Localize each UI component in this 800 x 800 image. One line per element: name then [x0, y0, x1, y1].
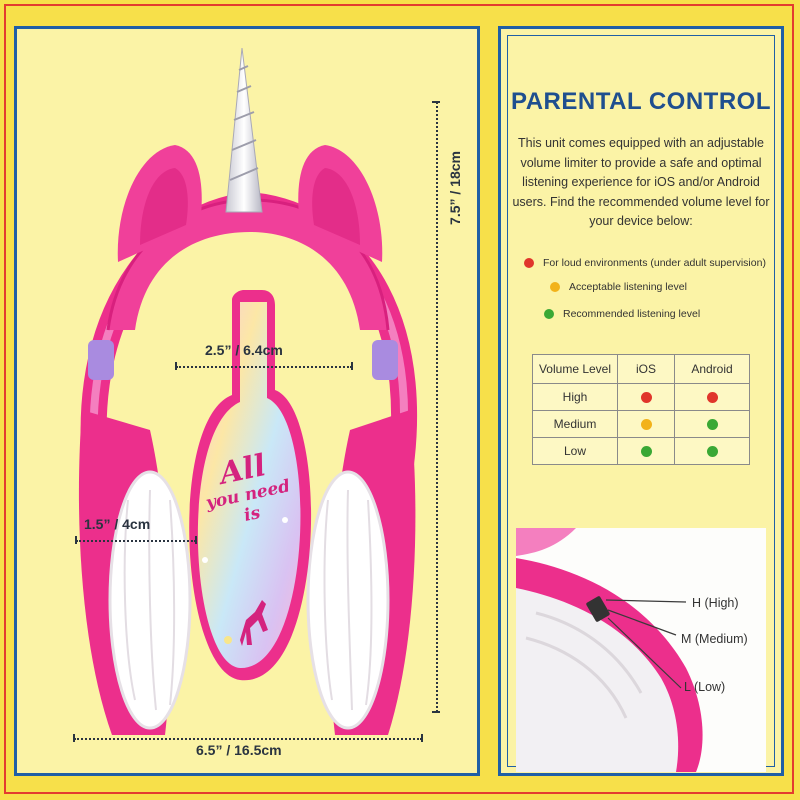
unicorn-silhouette-icon: [240, 600, 268, 646]
switch-closeup-image: [516, 528, 703, 772]
row-level-high: High: [532, 383, 618, 411]
switch-label-low: L (Low): [684, 680, 726, 694]
height-tick-bottom: [432, 711, 440, 713]
unicorn-horn: [225, 47, 263, 213]
legend-item-loud: For loud environments (under adult super…: [524, 257, 766, 269]
switch-label-high: H (High): [692, 596, 739, 610]
top-width-tick-right: [351, 362, 353, 370]
parental-control-description: This unit comes equipped with an adjusta…: [512, 136, 770, 228]
bottom-width-tick-left: [73, 734, 75, 742]
slider-left: [88, 340, 114, 380]
volume-table: Volume Level iOS Android High Medium Low: [532, 354, 750, 465]
red-dot-icon: [524, 258, 534, 268]
status-dot-icon: [706, 446, 718, 458]
status-dot-icon: [640, 419, 652, 431]
header-ios: iOS: [617, 354, 675, 384]
volume-switch-photo: [516, 528, 766, 772]
status-dot-icon: [706, 419, 718, 431]
height-dimension: 7.5” / 18cm: [447, 151, 463, 225]
status-dot-icon: [706, 392, 718, 404]
row-level-low: Low: [532, 437, 618, 465]
depth-line: [76, 540, 196, 542]
green-dot-icon: [544, 309, 554, 319]
table-row: High: [532, 383, 750, 411]
legend-label-recommended: Recommended listening level: [563, 308, 701, 320]
depth-tick-left: [75, 536, 77, 544]
status-dot-icon: [640, 392, 652, 404]
yellow-dot-icon: [550, 282, 560, 292]
depth-dimension: 1.5” / 4cm: [84, 516, 151, 532]
bottom-width-tick-right: [421, 734, 423, 742]
top-width-dimension: 2.5” / 6.4cm: [205, 342, 283, 358]
depth-tick-right: [195, 536, 197, 544]
legend-label-acceptable: Acceptable listening level: [569, 281, 687, 293]
bottom-width-line: [74, 738, 422, 740]
legend-item-acceptable: Acceptable listening level: [550, 281, 687, 293]
row-level-medium: Medium: [532, 410, 618, 438]
height-line: [436, 102, 438, 712]
bottom-width-dimension: 6.5” / 16.5cm: [196, 742, 282, 758]
volume-switch: [586, 596, 610, 622]
header-android: Android: [674, 354, 750, 384]
outer-frame: [4, 4, 794, 794]
volume-table-header: Volume Level iOS Android: [532, 354, 750, 384]
legend-label-loud: For loud environments (under adult super…: [543, 257, 766, 269]
header-volume-level: Volume Level: [532, 354, 618, 384]
top-width-tick-left: [175, 362, 177, 370]
table-row: Low: [532, 437, 750, 465]
height-tick-top: [432, 101, 440, 103]
top-width-line: [176, 366, 352, 368]
parental-control-title: PARENTAL CONTROL: [511, 88, 771, 115]
switch-label-medium: M (Medium): [681, 632, 748, 646]
table-row: Medium: [532, 410, 750, 438]
slider-right: [372, 340, 398, 380]
legend-item-recommended: Recommended listening level: [544, 308, 700, 320]
status-dot-icon: [640, 446, 652, 458]
